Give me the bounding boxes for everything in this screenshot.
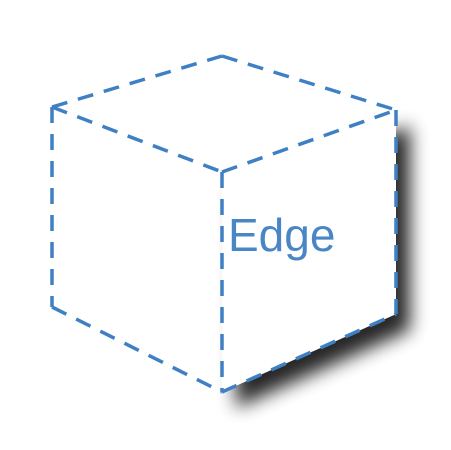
top-right-front-edge	[221, 108, 397, 174]
top-left-back-edge	[51, 54, 223, 109]
right-face	[222, 110, 396, 392]
top-left-front-edge	[51, 105, 223, 174]
top-right-back-edge	[221, 54, 397, 112]
bottom-left-edge	[51, 305, 223, 394]
bottom-right-edge	[221, 312, 397, 394]
edge-label: Edge	[228, 209, 335, 261]
